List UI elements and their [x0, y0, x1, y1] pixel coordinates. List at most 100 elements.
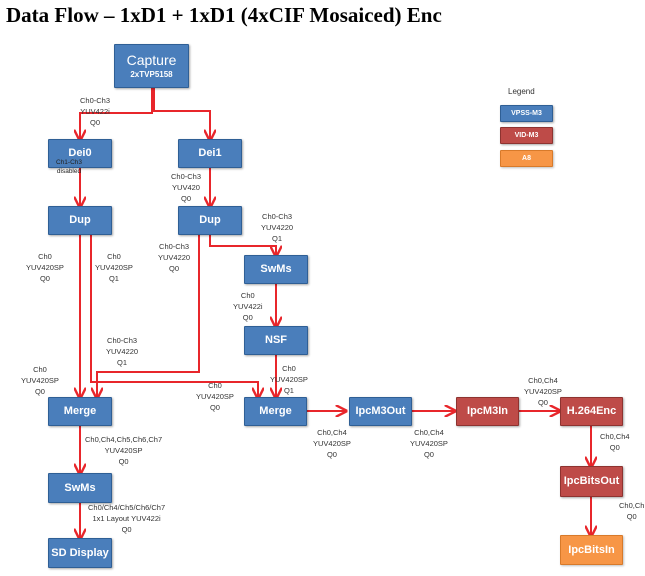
node-ipcm3in-name: IpcM3In — [467, 405, 508, 417]
label-line: Ch0,Ch — [619, 501, 645, 510]
node-swms1-name: SwMs — [260, 263, 292, 275]
dei0-note: Ch1-Ch3 disabled — [56, 158, 82, 176]
label-line: Ch0 — [240, 291, 255, 300]
label-line: Ch0 — [38, 252, 52, 261]
node-ipcm3out-name: IpcM3Out — [355, 405, 406, 417]
legend-title: Legend — [508, 87, 535, 96]
label-line: Q0 — [209, 403, 220, 412]
label-line: YUV422i — [80, 107, 110, 116]
legend-vpss-m3: VPSS-M3 — [500, 105, 553, 122]
label-line: Q0 — [326, 450, 337, 459]
label-line: Q0 — [423, 450, 434, 459]
label-line: Ch0,Ch4,Ch5,Ch6,Ch7 — [85, 435, 163, 444]
wire-capture-dei1 — [153, 88, 210, 139]
node-dei0-name: Dei0 — [68, 147, 92, 159]
label-line: Ch0,Ch4 — [528, 376, 558, 385]
node-capture[interactable]: Capture 2xTVP5158 — [114, 44, 189, 88]
node-sd-display-name: SD Display — [51, 546, 109, 559]
label-line: YUV4220 — [106, 347, 139, 356]
label-line: YUV420SP — [410, 439, 448, 448]
node-nsf[interactable]: NSF — [244, 326, 308, 355]
node-h264enc[interactable]: H.264Enc — [560, 397, 623, 426]
label-line: Ch0-Ch3 — [171, 172, 202, 181]
wire-dup1-merge0 — [97, 235, 200, 397]
label-line: YUV420SP — [26, 263, 64, 272]
node-dei1-name: Dei1 — [198, 147, 222, 159]
node-dup0[interactable]: Dup — [48, 206, 112, 235]
label-line: Q0 — [118, 457, 129, 466]
wire-dup0-merge1 — [90, 235, 258, 397]
node-dei1[interactable]: Dei1 — [178, 139, 242, 168]
node-swms0-name: SwMs — [64, 481, 96, 494]
label-line: Q1 — [108, 274, 119, 283]
node-ipcm3out[interactable]: IpcM3Out — [349, 397, 412, 426]
label-line: YUV420SP — [95, 263, 133, 272]
node-sd-display[interactable]: SD Display — [48, 538, 112, 568]
label-line: Ch0-Ch3 — [80, 96, 111, 105]
legend-label: VID-M3 — [514, 132, 539, 139]
label-line: YUV420SP — [21, 376, 59, 385]
label-line: Q0 — [626, 512, 637, 521]
page-title: Data Flow – 1xD1 + 1xD1 (4xCIF Mosaiced)… — [6, 3, 442, 27]
node-dup1[interactable]: Dup — [178, 206, 242, 235]
node-capture-name: Capture — [126, 52, 177, 68]
label-line: YUV4220 — [158, 253, 191, 262]
label-line: Ch0,Ch4 — [600, 432, 630, 441]
node-dup1-name: Dup — [199, 214, 221, 226]
node-ipcbitsout[interactable]: IpcBitsOut — [560, 466, 623, 497]
label-line: Q0 — [90, 118, 101, 127]
wire-capture-dei0 — [80, 88, 153, 139]
node-swms0[interactable]: SwMs — [48, 473, 112, 503]
legend-label: VPSS-M3 — [511, 110, 542, 117]
dei0-note-line: Ch1-Ch3 — [56, 159, 83, 166]
label-line: YUV420SP — [313, 439, 351, 448]
legend-a8: A8 — [500, 150, 553, 167]
node-ipcbitsin-name: IpcBitsIn — [568, 543, 615, 556]
wire-dup1-swms1 — [209, 235, 276, 255]
node-nsf-name: NSF — [265, 334, 287, 346]
node-ipcbitsout-name: IpcBitsOut — [563, 475, 620, 487]
node-merge1-name: Merge — [259, 405, 292, 417]
node-dei0[interactable]: Dei0 — [48, 139, 112, 168]
node-swms1[interactable]: SwMs — [244, 255, 308, 284]
label-line: Q1 — [272, 234, 283, 243]
node-dup0-name: Dup — [69, 214, 91, 226]
label-line: Q0 — [181, 194, 192, 203]
label-line: YUV420 — [172, 183, 200, 192]
legend-vid-m3: VID-M3 — [500, 127, 553, 144]
label-line: Q0 — [121, 525, 132, 534]
node-ipcbitsin[interactable]: IpcBitsIn — [560, 535, 623, 565]
label-line: YUV420SP — [196, 392, 234, 401]
node-h264enc-name: H.264Enc — [566, 405, 617, 417]
node-merge1[interactable]: Merge — [244, 397, 307, 426]
label-line: Q0 — [34, 387, 45, 396]
dei0-note-line: disabled — [56, 168, 82, 175]
node-capture-sub: 2xTVP5158 — [130, 70, 173, 79]
node-merge0[interactable]: Merge — [48, 397, 112, 426]
label-line: Q0 — [537, 398, 548, 407]
node-ipcm3in[interactable]: IpcM3In — [456, 397, 519, 426]
label-line: YUV422i — [233, 302, 263, 311]
label-line: YUV4220 — [261, 223, 294, 232]
label-line: Ch0/Ch4/Ch5/Ch6/Ch7 — [88, 503, 166, 512]
label-line: Ch0 — [208, 381, 222, 390]
label-line: Ch0,Ch4 — [317, 428, 347, 437]
